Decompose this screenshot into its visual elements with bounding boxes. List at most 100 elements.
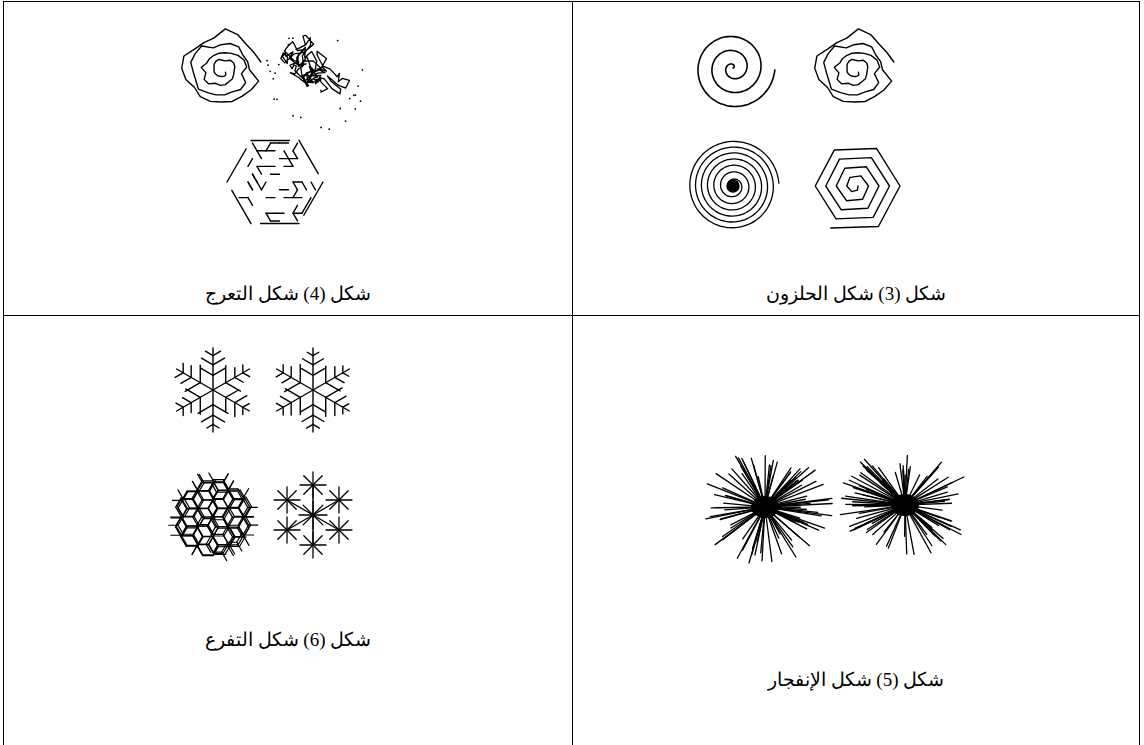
pattern-stroke xyxy=(312,485,313,498)
pattern-stroke xyxy=(228,490,233,498)
pattern-stroke xyxy=(284,197,293,198)
pattern-stroke xyxy=(180,536,186,546)
pattern-stroke xyxy=(282,365,283,373)
pattern-stroke xyxy=(293,151,298,159)
pattern-stroke xyxy=(197,481,202,489)
pattern-stroke xyxy=(228,481,233,490)
pattern-stroke xyxy=(223,499,228,508)
pattern-stroke xyxy=(213,536,218,544)
pattern-stroke xyxy=(262,182,267,190)
pattern-stroke xyxy=(266,197,275,198)
pattern-stroke xyxy=(815,149,900,228)
pattern-stroke xyxy=(248,182,253,190)
pattern-stroke xyxy=(343,373,349,376)
pattern-stroke xyxy=(238,517,244,527)
pattern-stroke xyxy=(238,499,243,508)
pattern-stroke xyxy=(312,515,313,545)
pattern-stroke xyxy=(171,517,182,518)
pattern-stroke xyxy=(278,530,287,539)
pattern-stroke xyxy=(716,474,761,504)
pattern-stroke xyxy=(313,476,322,485)
pattern-stroke xyxy=(770,498,832,506)
pattern-stroke xyxy=(208,508,213,517)
pattern-stroke xyxy=(290,367,291,378)
pattern-stroke xyxy=(339,500,348,509)
pattern-stroke xyxy=(293,182,298,190)
snowflake xyxy=(276,348,349,432)
pattern-stroke xyxy=(285,383,301,392)
pattern-stroke xyxy=(182,492,187,501)
pattern-stroke xyxy=(312,390,313,432)
pattern-stroke xyxy=(278,491,287,500)
pattern-stroke xyxy=(815,29,894,102)
pattern-stroke xyxy=(177,390,213,411)
pattern-stroke xyxy=(242,365,243,373)
pattern-stroke xyxy=(230,546,235,554)
pattern-stroke xyxy=(287,500,296,509)
scribble-dot xyxy=(274,72,276,74)
scribble-dot xyxy=(320,127,322,129)
hexagonal-maze xyxy=(227,140,323,223)
pattern-stroke xyxy=(218,490,228,491)
pattern-stroke xyxy=(261,223,299,224)
pattern-stroke xyxy=(313,545,322,554)
pattern-stroke xyxy=(213,498,222,499)
pattern-stroke xyxy=(218,490,228,491)
pattern-stroke xyxy=(170,516,181,517)
pattern-stroke xyxy=(266,143,271,151)
pattern-stroke xyxy=(214,554,225,555)
pattern-stroke xyxy=(312,472,313,485)
pattern-stroke xyxy=(243,373,250,377)
pattern-stroke xyxy=(338,517,339,530)
pattern-stroke xyxy=(300,484,313,485)
pattern-stroke xyxy=(286,517,287,530)
pattern-stroke xyxy=(200,397,201,414)
pattern-stroke xyxy=(287,521,296,530)
scribble xyxy=(266,35,363,130)
scribble-dot xyxy=(269,70,271,72)
pattern-stroke xyxy=(281,35,350,94)
pattern-stroke xyxy=(244,525,249,534)
pattern-stroke xyxy=(284,166,293,167)
pattern-stroke xyxy=(177,369,213,390)
spiral-center xyxy=(727,180,739,192)
hexagonal-spiral xyxy=(815,149,900,228)
pattern-stroke xyxy=(274,529,287,530)
pattern-stroke xyxy=(766,512,772,561)
pattern-stroke xyxy=(198,544,209,545)
pattern-stroke xyxy=(312,545,313,558)
scribble-dot xyxy=(278,64,280,66)
pattern-stroke xyxy=(338,530,339,543)
pattern-stroke xyxy=(203,518,214,519)
figure-caption: شكل (6) شكل التفرع xyxy=(4,628,572,651)
pattern-stroke xyxy=(190,403,191,413)
pattern-stroke xyxy=(293,212,302,213)
pattern-stroke xyxy=(226,390,239,397)
pattern-stroke xyxy=(313,485,322,494)
scribble-dot xyxy=(288,44,290,46)
pattern-stroke xyxy=(214,553,223,554)
pattern-stroke xyxy=(208,500,213,509)
pattern-stroke xyxy=(227,517,233,527)
pattern-stroke xyxy=(186,525,196,526)
pattern-stroke xyxy=(185,508,190,517)
pattern-stroke xyxy=(213,491,218,500)
pattern-stroke xyxy=(178,490,183,499)
pattern-stroke xyxy=(185,383,200,392)
pattern-stroke xyxy=(205,351,213,355)
pattern-stroke xyxy=(178,516,183,525)
pattern-stroke xyxy=(225,366,226,383)
pattern-stroke xyxy=(313,484,326,485)
pattern-stroke xyxy=(338,500,339,513)
pattern-stroke xyxy=(238,489,243,497)
pattern-stroke xyxy=(266,166,275,167)
pattern-stroke xyxy=(230,508,235,516)
pattern-stroke xyxy=(307,352,313,355)
pattern-stroke xyxy=(202,554,214,555)
pattern-stroke xyxy=(218,545,230,546)
pattern-stroke xyxy=(293,213,298,221)
pattern-stroke xyxy=(770,484,824,504)
pattern-stroke xyxy=(275,212,284,213)
pattern-stroke xyxy=(276,403,283,407)
table-cell: شكل (6) شكل التفرع xyxy=(3,315,573,745)
